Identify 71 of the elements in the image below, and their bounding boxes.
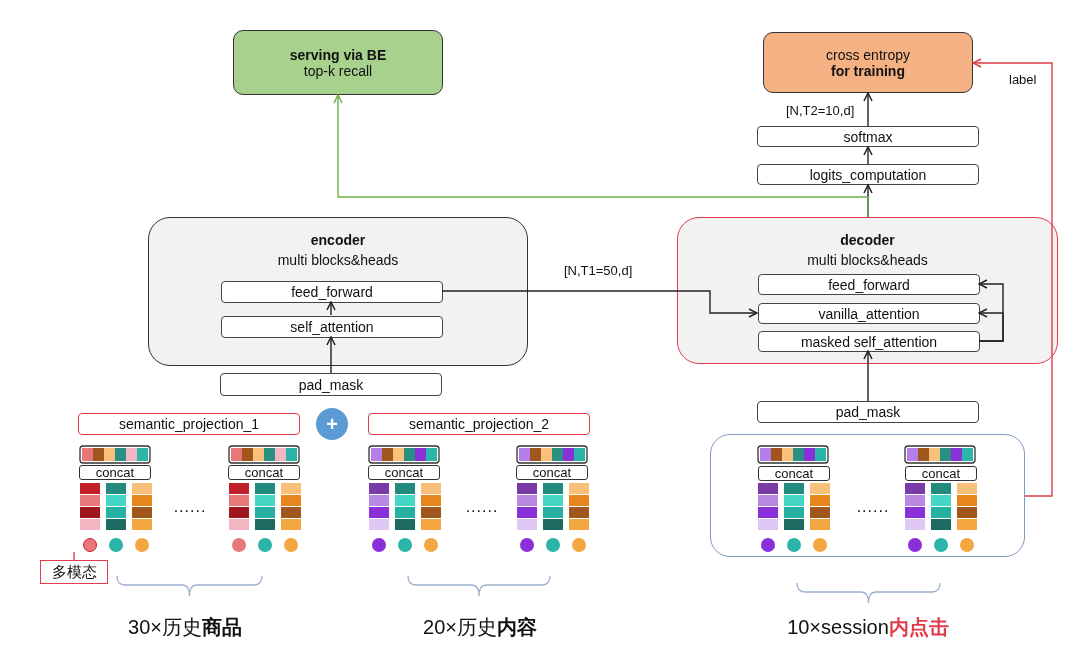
caption: 10×session内点击 <box>787 615 949 640</box>
node-label: 多模态 <box>51 562 97 582</box>
layer-box <box>220 373 442 396</box>
layer-box <box>758 331 980 352</box>
node-label: concat <box>532 466 572 479</box>
node-label: concat <box>921 467 961 480</box>
arrow <box>972 58 1053 497</box>
arrow <box>326 336 336 374</box>
layer-box <box>757 401 979 423</box>
title-text: encoder <box>309 232 367 248</box>
arrow <box>333 94 869 218</box>
arrow <box>326 301 336 316</box>
node-label: feed_forward <box>291 284 373 300</box>
result-box <box>233 30 443 95</box>
node-label: vanilla_attention <box>818 305 920 322</box>
concat-box <box>79 465 151 480</box>
callout-box <box>40 560 108 584</box>
plus-sign: + <box>326 412 338 436</box>
concat-box <box>368 465 440 480</box>
ellipsis: ...... <box>465 498 499 516</box>
node-label: pad_mask <box>298 376 364 393</box>
arrow <box>863 350 873 402</box>
layer-box <box>221 316 443 338</box>
concat-box <box>905 466 977 481</box>
node-label: concat <box>384 466 424 479</box>
layer-box <box>758 303 980 324</box>
subtitle-text: multi blocks&heads <box>806 252 929 268</box>
concat-box <box>228 465 300 480</box>
node-label: softmax <box>843 128 893 145</box>
arrow <box>863 92 873 127</box>
node-label: logits_computation <box>809 166 927 183</box>
projection-box <box>368 413 590 435</box>
node-label: masked self_attention <box>800 333 938 350</box>
edge-label: [N,T1=50,d] <box>563 263 634 278</box>
arrow <box>978 279 1004 342</box>
title-text: serving via BE <box>289 46 387 63</box>
caption: 20×历史内容 <box>423 615 537 640</box>
subtitle-text: multi blocks&heads <box>276 252 400 268</box>
node-label: semantic_projection_2 <box>408 416 550 432</box>
leader-line <box>73 551 75 561</box>
layer-box <box>757 164 979 185</box>
layer-box <box>757 126 979 147</box>
feature-dot <box>83 538 97 552</box>
ellipsis: ...... <box>856 498 890 516</box>
title-text: cross entropy <box>825 46 910 63</box>
concat-box <box>516 465 588 480</box>
subtitle-text: top-k recall <box>303 62 373 79</box>
node-label: self_attention <box>290 319 374 335</box>
ellipsis: ...... <box>173 498 207 516</box>
arrow <box>441 290 758 318</box>
node-label: pad_mask <box>835 404 901 420</box>
layer-box <box>221 281 443 303</box>
edge-label: label <box>1008 72 1038 87</box>
add-circle <box>316 408 348 440</box>
node-label: concat <box>774 467 814 480</box>
caption: 30×历史商品 <box>128 615 242 640</box>
node-label: feed_forward <box>828 276 910 293</box>
projection-box <box>78 413 300 435</box>
subtitle-text: for training <box>831 62 905 79</box>
concat-box <box>758 466 830 481</box>
node-label: concat <box>244 466 284 479</box>
title-text: decoder <box>839 232 896 248</box>
node-label: concat <box>95 466 135 479</box>
layer-box <box>758 274 980 295</box>
encoder-block <box>148 217 528 366</box>
decoder-block <box>677 217 1058 364</box>
edge-label: [N,T2=10,d] <box>785 103 856 118</box>
sequence-panel <box>710 434 1025 557</box>
arrow <box>863 146 873 165</box>
node-label: semantic_projection_1 <box>118 416 260 432</box>
loss-box <box>763 32 973 93</box>
